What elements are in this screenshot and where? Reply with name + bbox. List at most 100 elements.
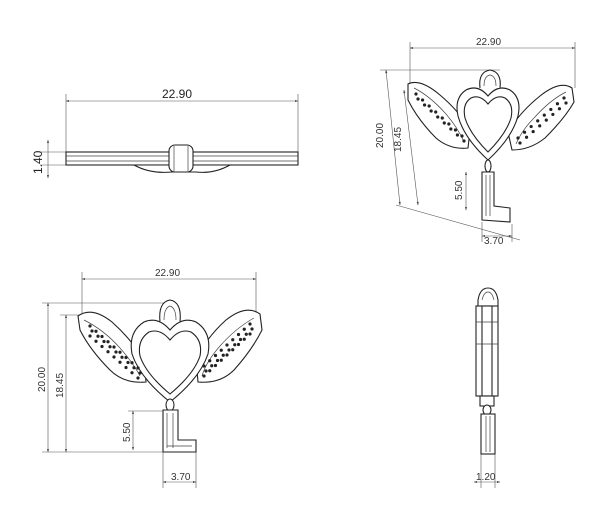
wing-stone [124, 355, 128, 360]
iso-bail [479, 69, 501, 89]
profile-view: 1.20 [473, 287, 501, 488]
front-wing-stones [88, 322, 254, 380]
wing-stone [416, 97, 420, 101]
wing-stone [442, 121, 446, 125]
side-view: 22.90 1.40 [31, 87, 299, 179]
wing-stone [202, 364, 206, 368]
wing-stone [516, 136, 520, 140]
wing-stone [236, 342, 241, 347]
iso-letter-l [481, 171, 511, 223]
wing-stone [112, 345, 116, 349]
wing-stone [555, 102, 560, 106]
wing-stone [102, 339, 106, 344]
profile-bail [477, 287, 499, 311]
wing-stone [88, 324, 92, 328]
wing-stone [225, 353, 229, 357]
wing-stone [242, 337, 246, 341]
wing-stone [557, 107, 562, 111]
wing-stone [114, 350, 118, 354]
wing-stone [118, 350, 122, 354]
wing-stone [96, 334, 100, 338]
wing-stone [233, 343, 237, 347]
iso-total-height-label: 20.00 [375, 123, 386, 148]
iso-body-height-label: 18.45 [393, 127, 404, 152]
wing-stone [536, 119, 540, 123]
profile-letter [480, 413, 496, 455]
iso-width-label: 22.90 [476, 37, 501, 48]
wing-stone [447, 122, 451, 126]
front-l-width-label: 3.70 [171, 472, 191, 483]
wing-stone [208, 369, 212, 373]
wing-stone [132, 366, 136, 370]
wing-stone [208, 359, 212, 363]
wing-stone [522, 130, 527, 134]
wing-stone [453, 128, 458, 132]
wing-stone [551, 112, 555, 117]
iso-wing-stones [414, 92, 568, 145]
wing-stone [94, 339, 98, 343]
front-total-height-label: 20.00 [37, 367, 48, 392]
wing-stone [238, 337, 243, 342]
side-thickness-label: 1.40 [31, 150, 45, 174]
wing-stone [225, 343, 229, 347]
wing-stone [213, 353, 218, 358]
iso-view: 22.90 20.00 18.45 5.50 3.70 [375, 37, 576, 247]
wing-stone [518, 141, 522, 145]
iso-l-width-label: 3.70 [484, 236, 504, 247]
wing-stone [136, 376, 140, 380]
iso-l-height-label: 5.50 [454, 180, 465, 200]
wing-stone [136, 366, 140, 370]
front-right-wing [195, 309, 263, 383]
side-width-label: 22.90 [162, 87, 192, 101]
wing-stone [219, 348, 223, 352]
wing-stone [138, 371, 142, 375]
wing-stone [564, 101, 568, 105]
wing-stone [100, 344, 104, 349]
side-bail [168, 144, 194, 173]
wing-stone [429, 109, 433, 113]
wing-stone [549, 107, 553, 112]
profile-thickness-label: 1.20 [476, 472, 496, 483]
wing-stone [524, 135, 529, 139]
wing-stone [130, 371, 134, 375]
wing-stone [124, 365, 128, 370]
wing-stone [460, 134, 464, 138]
wing-stone [108, 345, 112, 349]
wing-stone [562, 96, 566, 100]
front-left-wing [77, 311, 147, 383]
wing-stone [422, 103, 427, 107]
wing-stone [462, 139, 466, 143]
front-bail [159, 299, 181, 323]
wing-stone [414, 92, 418, 96]
wing-stone [231, 338, 235, 342]
wing-stone [213, 363, 218, 368]
wing-stone [210, 364, 214, 368]
front-l-height-label: 5.50 [122, 422, 133, 442]
wing-stone [242, 327, 246, 331]
wing-stone [204, 369, 208, 373]
wing-stone [106, 340, 110, 344]
wing-stone [221, 353, 225, 357]
wing-stone [436, 115, 440, 119]
wing-stone [544, 118, 548, 122]
wing-stone [100, 334, 104, 339]
wing-stone [244, 332, 248, 336]
wing-stone [215, 358, 220, 363]
wing-stone [236, 332, 241, 337]
wing-stone [440, 116, 444, 120]
wing-stone [112, 355, 116, 359]
front-body-height-label: 18.45 [55, 373, 66, 398]
wing-stone [231, 348, 235, 352]
wing-stone [227, 348, 231, 352]
wing-stone [529, 124, 533, 129]
wing-stone [449, 127, 453, 131]
wing-stone [88, 334, 92, 338]
wing-stone [90, 329, 94, 333]
wing-stone [531, 129, 535, 134]
wing-stone [118, 360, 122, 364]
front-view: 22.90 20.00 18.45 5.50 3.70 [37, 268, 263, 488]
wing-stone [248, 322, 252, 326]
wing-stone [420, 98, 425, 102]
wing-stone [542, 113, 546, 117]
front-heart-inner [138, 330, 202, 395]
